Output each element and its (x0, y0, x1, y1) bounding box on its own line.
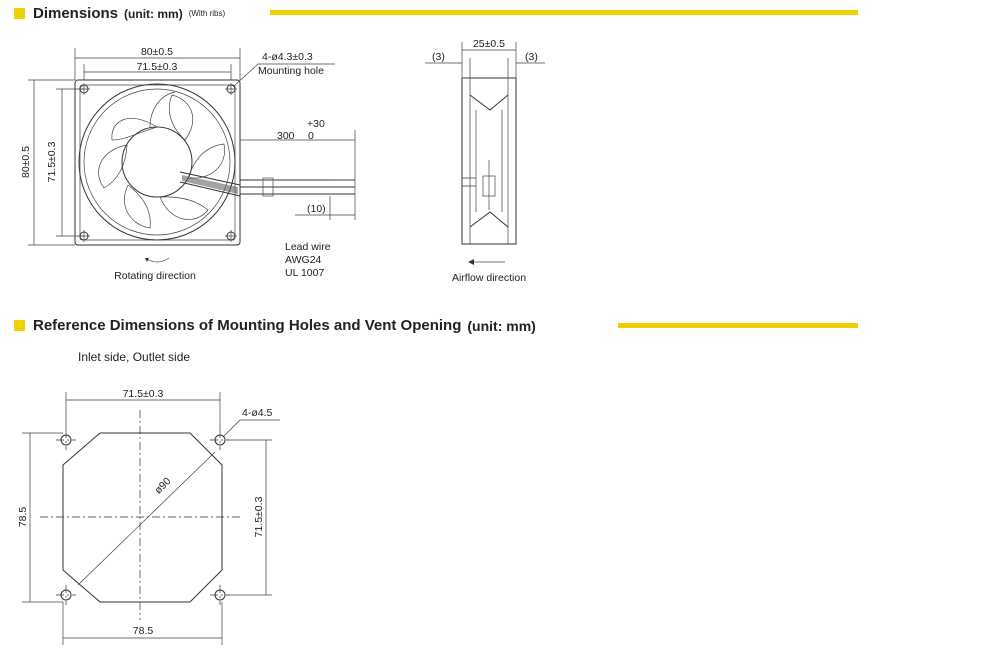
lead-length-tol-low: 0 (308, 130, 314, 142)
hole-pitch-h-label: 71.5±0.3 (137, 61, 178, 73)
section-title: Dimensions (33, 5, 119, 22)
section-subtitle: Inlet side, Outlet side (78, 350, 191, 364)
ref-holes-label: 4-ø4.5 (242, 407, 273, 419)
mounting-reference-drawing: ø90 71.5±0.3 4-ø4.5 78.5 71.5±0.3 78.5 (17, 388, 280, 645)
depth-label: 25±0.5 (473, 38, 505, 50)
mounting-hole-label: Mounting hole (258, 65, 324, 77)
flange-left-label: (3) (432, 51, 445, 63)
section-unit: (unit: mm) (124, 6, 183, 21)
lead-wire-label: Lead wire (285, 241, 331, 253)
ref-width-label: 78.5 (133, 625, 154, 637)
mounting-hole-icon (225, 230, 237, 242)
yellow-square-icon (14, 320, 25, 331)
ref-height-label: 78.5 (17, 507, 29, 528)
vent-diameter-label: ø90 (152, 475, 173, 496)
lead-wire-spec: UL 1007 (285, 267, 324, 279)
fan-side-view: 25±0.5 (3) (3) Airflow direction (425, 38, 545, 284)
section-dimensions-header: Dimensions (unit: mm) (With ribs) (14, 5, 225, 22)
rotating-direction-label: Rotating direction (114, 270, 196, 282)
mounting-hole-icon (56, 430, 76, 450)
section-divider (270, 10, 858, 15)
fan-front-view: 80±0.5 71.5±0.3 80±0.5 71.5±0.3 4-ø4.3±0… (20, 46, 356, 282)
mounting-hole-icon (56, 585, 76, 605)
section-reference-header: Reference Dimensions of Mounting Holes a… (14, 317, 536, 334)
lead-length-tol: +30 (307, 118, 325, 130)
yellow-square-icon (14, 8, 25, 19)
outer-height-label: 80±0.5 (20, 146, 32, 178)
section-note: (With ribs) (188, 9, 226, 18)
airflow-direction-label: Airflow direction (452, 272, 526, 284)
mounting-hole-icon (225, 83, 237, 95)
flange-right-label: (3) (525, 51, 538, 63)
lead-length-label: 300 (277, 130, 295, 142)
outer-width-label: 80±0.5 (141, 46, 173, 58)
section-unit: (unit: mm) (467, 317, 536, 334)
lead-wire-gauge: AWG24 (285, 254, 322, 266)
strip-length-label: (10) (307, 203, 326, 215)
ref-hole-pitch-v-label: 71.5±0.3 (253, 496, 265, 537)
section-divider (618, 323, 858, 328)
hole-pitch-v-label: 71.5±0.3 (46, 141, 58, 182)
mounting-hole-size-label: 4-ø4.3±0.3 (262, 51, 313, 63)
ref-hole-pitch-h-label: 71.5±0.3 (123, 388, 164, 400)
section-title: Reference Dimensions of Mounting Holes a… (33, 317, 462, 334)
